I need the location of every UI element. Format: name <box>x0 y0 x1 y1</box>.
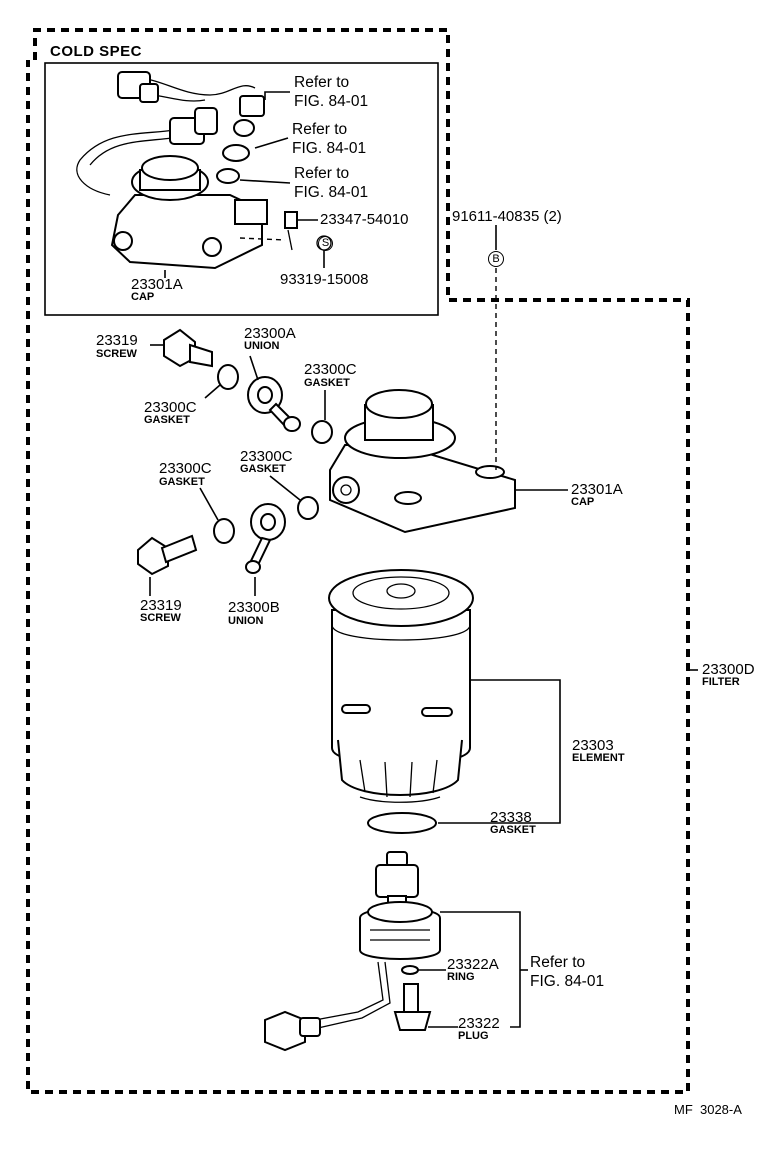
cold-spec-title: COLD SPEC <box>50 43 143 60</box>
cold-spec-ref-2: Refer to FIG. 84-01 <box>292 121 367 157</box>
screw-bottom-number: 23319 <box>140 597 182 614</box>
s-symbol: S <box>318 236 333 251</box>
union-a-number: 23300A <box>244 325 296 342</box>
gasket-1-number: 23300C <box>144 399 197 416</box>
main-cap-drawing <box>329 389 516 534</box>
screw-top-number: 23319 <box>96 332 138 349</box>
screw-top-drawing <box>163 328 213 368</box>
figure-id: MF 3028-A <box>674 1102 742 1117</box>
filter-name: FILTER <box>702 676 740 688</box>
union-b-drawing <box>245 503 286 574</box>
cold-spec-ref-3: Refer to FIG. 84-01 <box>294 165 369 201</box>
union-b-name: UNION <box>228 615 264 627</box>
screw-top-name: SCREW <box>96 348 137 360</box>
gasket-2-name: GASKET <box>304 377 350 389</box>
filter-element-drawing <box>328 569 474 803</box>
gasket-4-name: GASKET <box>240 463 286 475</box>
cold-spec-part-2-number: 93319-15008 <box>280 271 369 288</box>
cold-spec-box <box>44 62 439 316</box>
union-a-drawing <box>247 376 301 432</box>
cold-spec-leaders <box>164 91 325 278</box>
gasket-4-number: 23300C <box>240 448 293 465</box>
element-gasket-drawing <box>367 812 437 834</box>
gasket-3-drawing <box>213 518 235 544</box>
element-gasket-name: GASKET <box>490 824 536 836</box>
gasket-1-name: GASKET <box>144 414 190 426</box>
gasket-3-name: GASKET <box>159 476 205 488</box>
gasket-1-drawing <box>217 364 239 390</box>
plug-name: PLUG <box>458 1030 489 1042</box>
element-name: ELEMENT <box>572 752 625 764</box>
element-number: 23303 <box>572 737 614 754</box>
cold-spec-ref-1: Refer to FIG. 84-01 <box>294 74 369 110</box>
cap-number: 23301A <box>571 481 623 498</box>
cold-spec-part-1-number: 23347-54010 <box>320 211 409 228</box>
cold-spec-cap-number: 23301A <box>131 276 183 293</box>
plug-number: 23322 <box>458 1015 500 1032</box>
main-leaders <box>149 344 698 1028</box>
gasket-2-drawing <box>311 420 333 444</box>
cold-spec-cap-name: CAP <box>131 291 155 303</box>
b-symbol: B <box>488 251 504 267</box>
filter-assembly-boundary <box>26 28 690 1094</box>
bolt-number: 91611-40835 (2) <box>452 208 562 225</box>
element-gasket-number: 23338 <box>490 809 532 826</box>
ring-number: 23322A <box>447 956 499 973</box>
gasket-4-drawing <box>297 496 319 520</box>
screw-bottom-name: SCREW <box>140 612 181 624</box>
filter-number: 23300D <box>702 661 755 678</box>
gasket-2-number: 23300C <box>304 361 357 378</box>
cap-name: CAP <box>571 496 595 508</box>
gasket-3-number: 23300C <box>159 460 212 477</box>
cold-spec-cap-drawing <box>76 71 332 270</box>
sensor-assembly-drawing <box>264 851 441 1052</box>
bottom-ref: Refer to FIG. 84-01 <box>530 954 605 990</box>
ring-name: RING <box>447 971 475 983</box>
union-a-name: UNION <box>244 340 280 352</box>
union-b-number: 23300B <box>228 599 280 616</box>
screw-bottom-drawing <box>137 534 198 576</box>
